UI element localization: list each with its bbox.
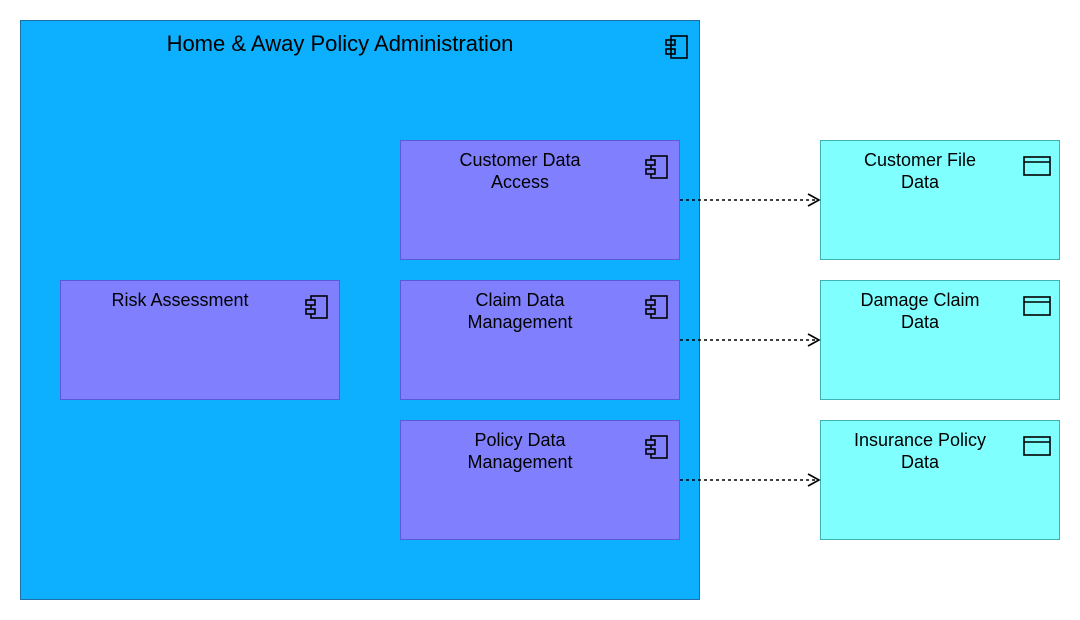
container-title: Home & Away Policy Administration <box>166 31 514 56</box>
application-component-icon <box>663 33 691 61</box>
application-component-icon <box>643 153 671 181</box>
component-label: Customer Data Access <box>459 150 581 192</box>
application-component-icon <box>643 293 671 321</box>
data-object-label: Damage Claim Data <box>860 290 980 332</box>
access-link-customer-data[interactable] <box>680 193 821 207</box>
data-object-icon <box>1023 433 1051 461</box>
application-component-icon <box>643 433 671 461</box>
access-link-policy-data[interactable] <box>680 473 821 487</box>
component-customer-data-access[interactable]: Customer Data Access <box>400 140 680 260</box>
application-component-icon <box>303 293 331 321</box>
component-label: Risk Assessment <box>111 290 249 310</box>
data-object-icon <box>1023 293 1051 321</box>
data-object-damage-claim-data[interactable]: Damage Claim Data <box>820 280 1060 400</box>
component-claim-data-management[interactable]: Claim Data Management <box>400 280 680 400</box>
data-object-label: Customer File Data <box>863 150 977 192</box>
access-link-claim-data[interactable] <box>680 333 821 347</box>
component-policy-data-management[interactable]: Policy Data Management <box>400 420 680 540</box>
component-label: Claim Data Management <box>467 290 573 332</box>
component-label: Policy Data Management <box>467 430 573 472</box>
data-object-label: Insurance Policy Data <box>853 430 987 472</box>
data-object-customer-file-data[interactable]: Customer File Data <box>820 140 1060 260</box>
component-risk-assessment[interactable]: Risk Assessment <box>60 280 340 400</box>
data-object-icon <box>1023 153 1051 181</box>
data-object-insurance-policy-data[interactable]: Insurance Policy Data <box>820 420 1060 540</box>
